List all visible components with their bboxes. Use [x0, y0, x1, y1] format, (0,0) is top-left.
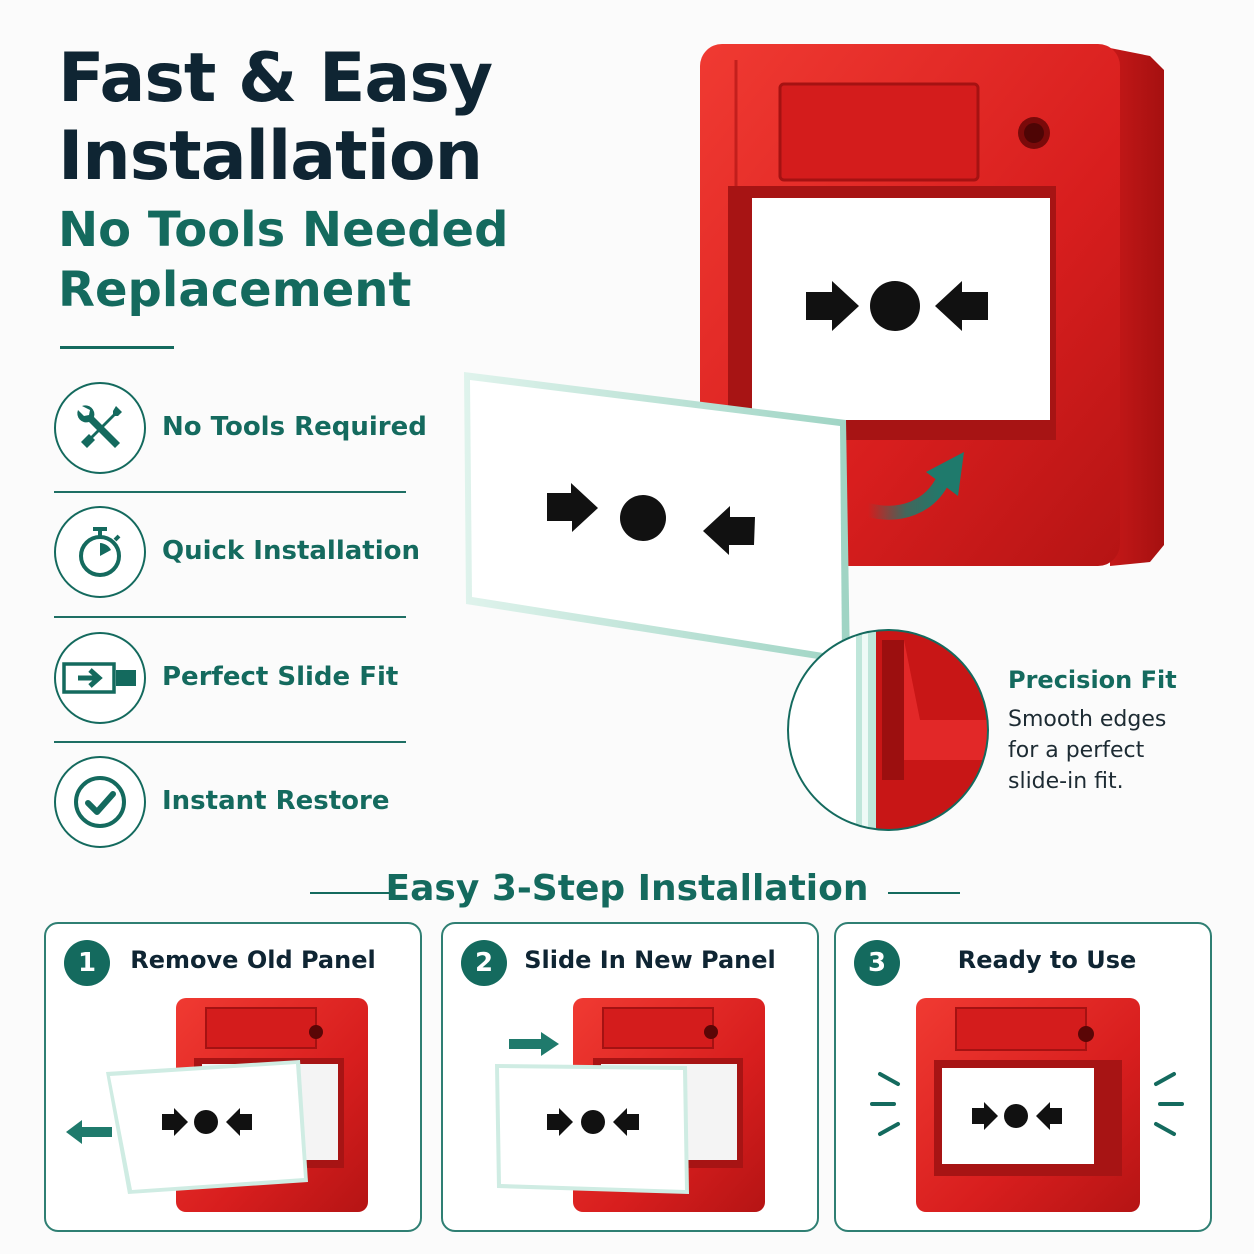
feature-quick-installation: Quick Installation	[54, 506, 420, 602]
heading-rule-left	[310, 892, 392, 894]
step-card-ready: 3 Ready to Use	[834, 922, 1212, 1232]
feature-label: Perfect Slide Fit	[162, 662, 399, 692]
step-card-remove: 1 Remove Old Panel	[44, 922, 422, 1232]
callout-text: Smooth edges for a perfect slide-in fit.	[1008, 704, 1208, 797]
step-card-slide-in: 2 Slide In New Panel	[441, 922, 819, 1232]
stopwatch-icon	[54, 506, 146, 598]
feature-divider	[54, 741, 406, 743]
subtitle-line-1: No Tools Needed	[58, 202, 509, 258]
step-2-illustration	[495, 998, 765, 1212]
wrench-screwdriver-crossed-icon	[54, 382, 146, 474]
heading-rule-right	[888, 892, 960, 894]
callout-line-1: Smooth edges	[1008, 707, 1167, 732]
steps-heading: Easy 3-Step Installation	[385, 868, 869, 909]
title-line-2: Installation	[58, 117, 483, 196]
feature-slide-fit: Perfect Slide Fit	[54, 632, 406, 728]
title-divider	[60, 346, 174, 349]
step-3-illustration	[870, 998, 1184, 1212]
callout-line-2: for a perfect	[1008, 738, 1145, 763]
step-number-badge: 3	[854, 940, 900, 986]
step-label: Ready to Use	[957, 946, 1137, 974]
feature-no-tools: No Tools Required	[54, 382, 427, 478]
step-number-badge: 2	[461, 940, 507, 986]
feature-divider	[54, 491, 406, 493]
page-subtitle: No Tools Needed Replacement	[58, 200, 508, 320]
feature-divider	[54, 616, 406, 618]
feature-instant-restore: Instant Restore	[54, 756, 406, 852]
ready-burst-icon	[870, 1072, 1184, 1136]
page-title: Fast & Easy Installation	[58, 39, 493, 196]
arrow-head	[926, 452, 964, 496]
step-number-badge: 1	[64, 940, 110, 986]
check-circle-icon	[54, 756, 146, 848]
slide-arrow-icon	[54, 632, 146, 724]
title-line-1: Fast & Easy	[58, 39, 493, 118]
step-1-illustration	[66, 998, 368, 1212]
step-label: Slide In New Panel	[524, 946, 776, 974]
feature-label: No Tools Required	[162, 412, 427, 442]
remove-arrow-icon	[66, 1120, 112, 1144]
callout-line-3: slide-in fit.	[1008, 769, 1124, 794]
slide-in-arrow-icon	[509, 1032, 559, 1056]
replacement-glass-panel	[464, 372, 850, 664]
hero-illustration	[464, 44, 1164, 831]
break-glass-symbol	[806, 281, 988, 331]
callout-title: Precision Fit	[1008, 666, 1177, 694]
feature-label: Quick Installation	[162, 536, 420, 566]
feature-label: Instant Restore	[162, 786, 390, 816]
insert-arrow-icon	[861, 471, 951, 520]
step-label: Remove Old Panel	[130, 946, 376, 974]
subtitle-line-2: Replacement	[58, 262, 412, 318]
